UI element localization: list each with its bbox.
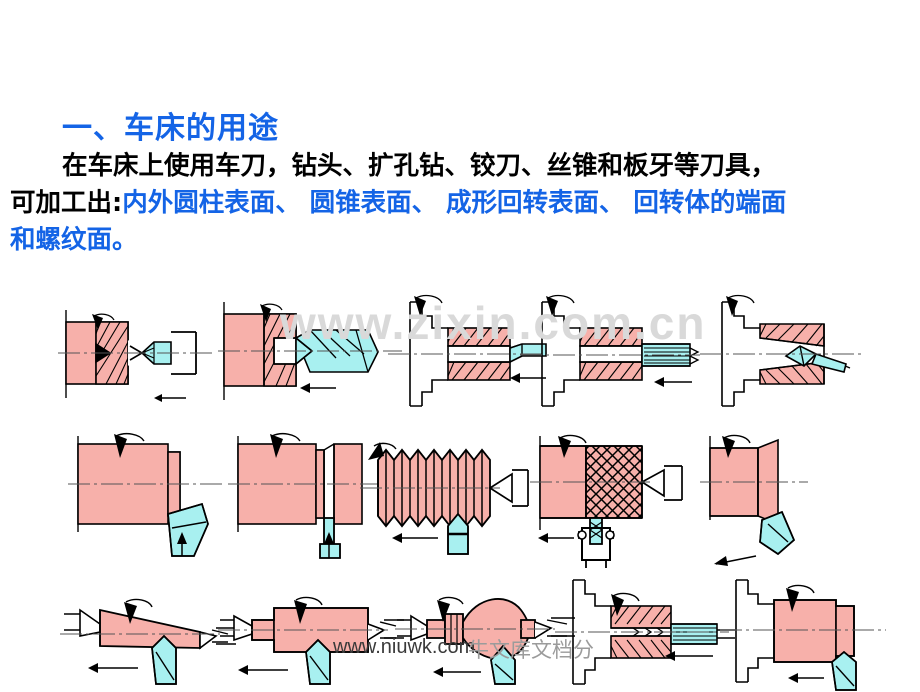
figure-tapping (555, 574, 740, 689)
figure-boring (388, 294, 548, 412)
figure-center-drilling (58, 302, 218, 406)
figure-reaming (520, 294, 700, 412)
paragraph-line-3-blue: 和螺纹面。 (10, 225, 138, 255)
machining-operations-figure-grid (0, 288, 920, 692)
figure-shoulder-turning (720, 574, 890, 692)
figure-knurling (530, 428, 720, 568)
paragraph-line-1: 在车床上使用车刀，钻头、扩孔钻、铰刀、丝锥和板牙等刀具， (62, 151, 777, 181)
figure-taper-turning (700, 428, 870, 566)
body-paragraph: 在车床上使用车刀，钻头、扩孔钻、铰刀、丝锥和板牙等刀具， 可加工出:内外圆柱表面… (10, 148, 915, 259)
figure-taper-shaft-turning (60, 580, 245, 685)
figure-internal-taper (700, 294, 870, 412)
figure-grooving (228, 428, 388, 559)
figure-thread-cutting (360, 430, 530, 556)
figure-drilling (218, 296, 403, 408)
figure-facing (68, 428, 228, 558)
page-title: 一、车床的用途 (62, 111, 279, 146)
paragraph-line-2-blue: 内外圆柱表面、 圆锥表面、 成形回转表面、 回转体的端面 (122, 188, 787, 218)
figure-cylindrical-turning (218, 580, 408, 685)
figure-form-turning (395, 580, 580, 685)
paragraph-line-2-black: 可加工出: (10, 188, 123, 218)
